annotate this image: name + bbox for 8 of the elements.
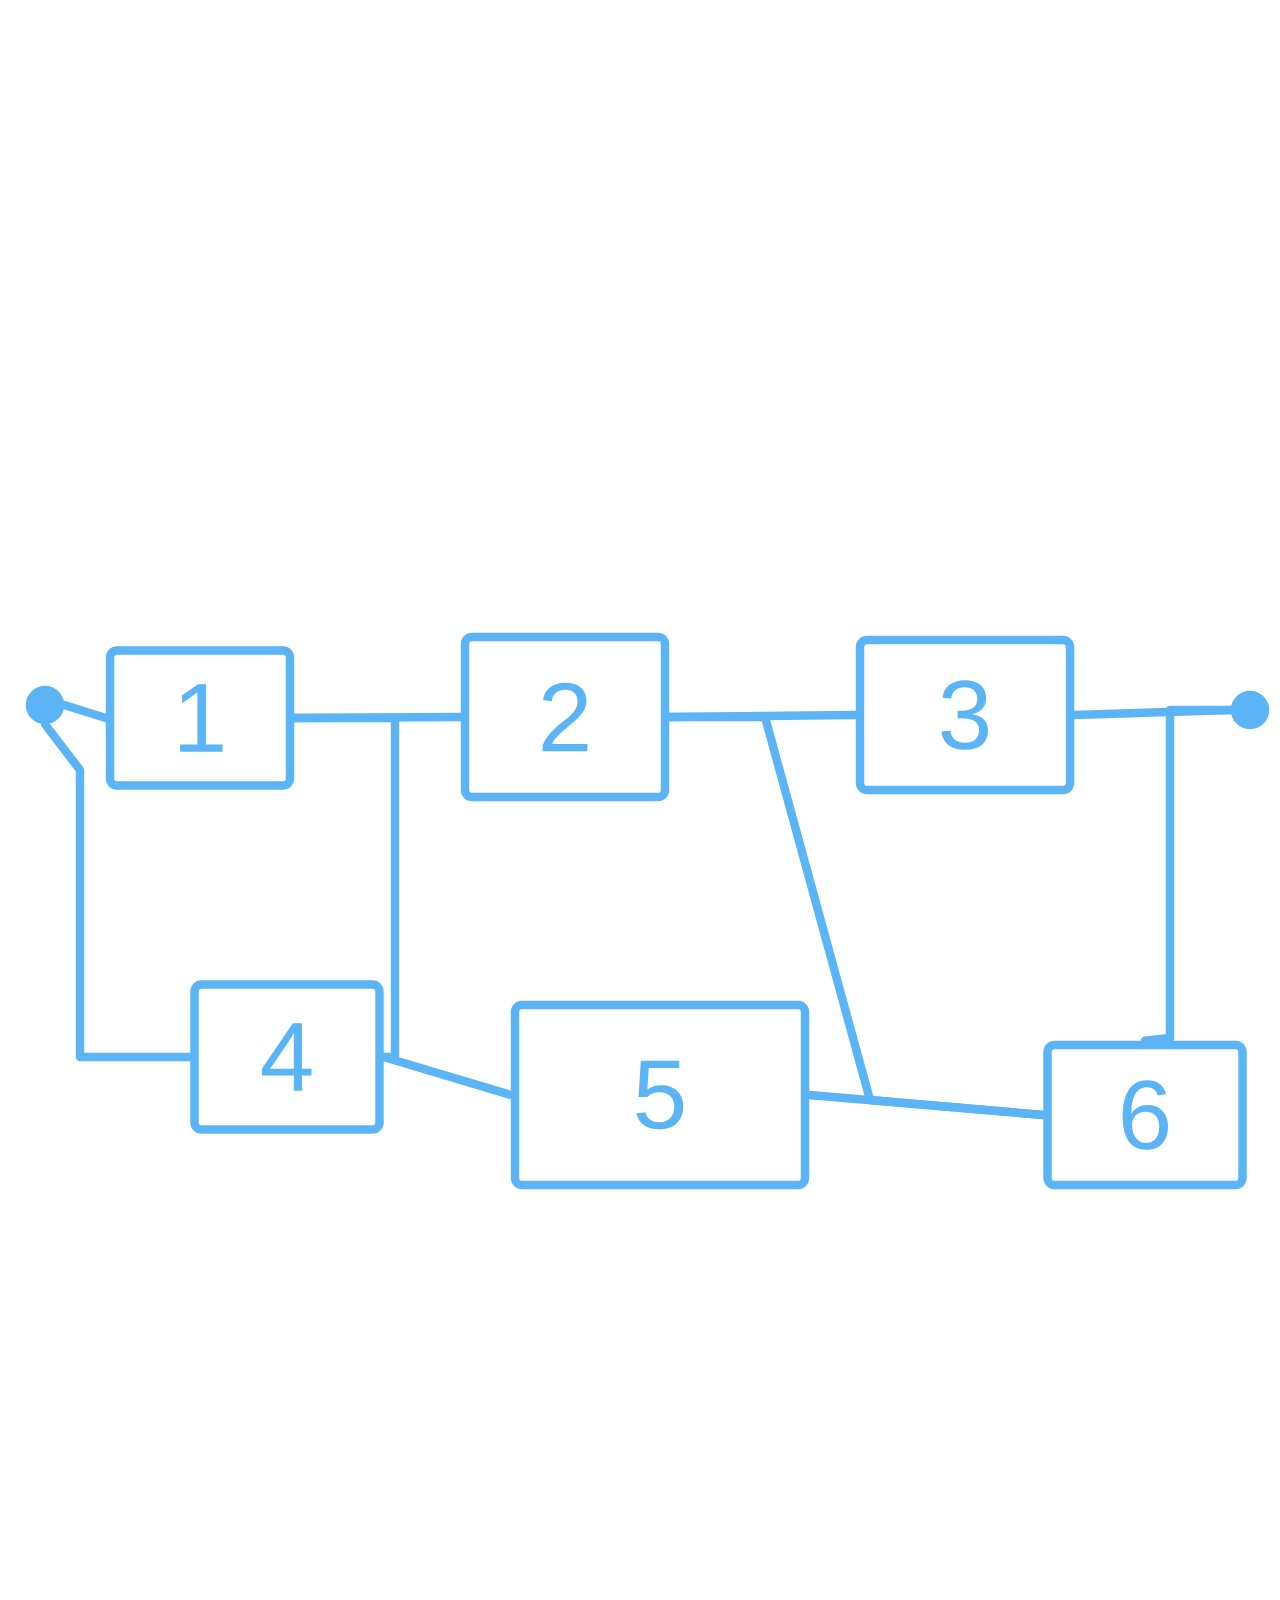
process-box: 5 (510, 1000, 810, 1190)
process-box: 3 (855, 635, 1075, 795)
process-box: 2 (460, 632, 670, 802)
process-box: 4 (190, 980, 384, 1134)
process-box: 6 (1043, 1040, 1247, 1190)
terminal-dot (25, 685, 65, 725)
terminal-dot (1230, 690, 1270, 730)
process-box: 1 (105, 646, 295, 790)
